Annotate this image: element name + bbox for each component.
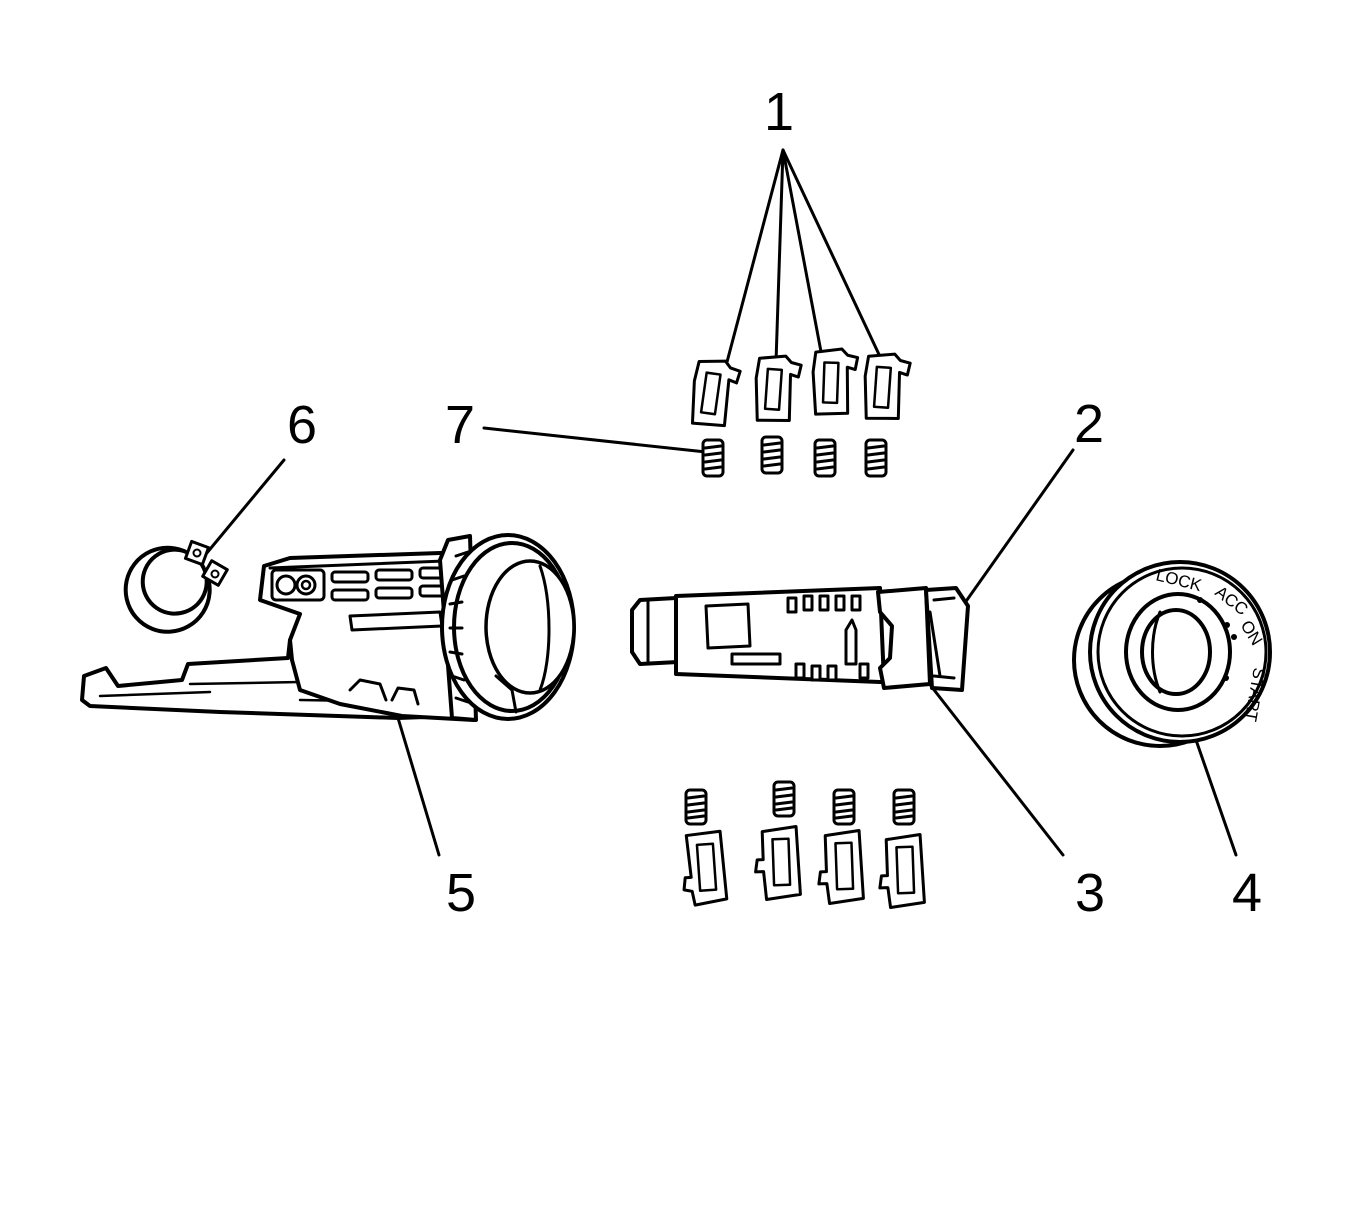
callout-5: 5: [446, 863, 476, 923]
lock-housing: [80, 533, 576, 722]
springs-top: [701, 435, 888, 478]
tumbler-top-4: [863, 352, 912, 420]
callout-3: 3: [1075, 863, 1105, 923]
tumbler-bottom-1: [682, 829, 729, 907]
spring-top-4: [864, 438, 888, 478]
tumbler-top-1: [690, 359, 742, 428]
spring-bottom-2: [772, 780, 796, 818]
callout-4: 4: [1232, 863, 1262, 923]
callout-1: 1: [764, 82, 794, 142]
spring-top-1: [701, 438, 725, 478]
retaining-ring: [123, 539, 229, 634]
tumbler-bottom-3: [817, 828, 865, 906]
callout-2: 2: [1074, 394, 1104, 454]
tumbler-top-3: [811, 347, 860, 416]
callout-7: 7: [445, 395, 475, 455]
springs-bottom: [684, 780, 916, 826]
callout-6: 6: [287, 395, 317, 455]
spring-top-3: [813, 438, 837, 478]
leader-lines: [199, 148, 1238, 857]
tumbler-bottom-2: [754, 824, 802, 902]
lock-cylinder: [630, 586, 970, 692]
ignition-bezel: LOCK ACC ON START: [1072, 560, 1272, 748]
tumblers-bottom: [682, 824, 926, 910]
tumbler-top-2: [754, 354, 803, 422]
tumblers-top: [690, 347, 912, 428]
spring-bottom-4: [892, 788, 916, 826]
spring-bottom-1: [684, 788, 708, 826]
callout-labels: 1 2 3 4 5 6 7: [287, 82, 1262, 923]
spring-top-2: [760, 435, 784, 475]
spring-bottom-3: [832, 788, 856, 826]
tumbler-bottom-4: [878, 832, 926, 910]
